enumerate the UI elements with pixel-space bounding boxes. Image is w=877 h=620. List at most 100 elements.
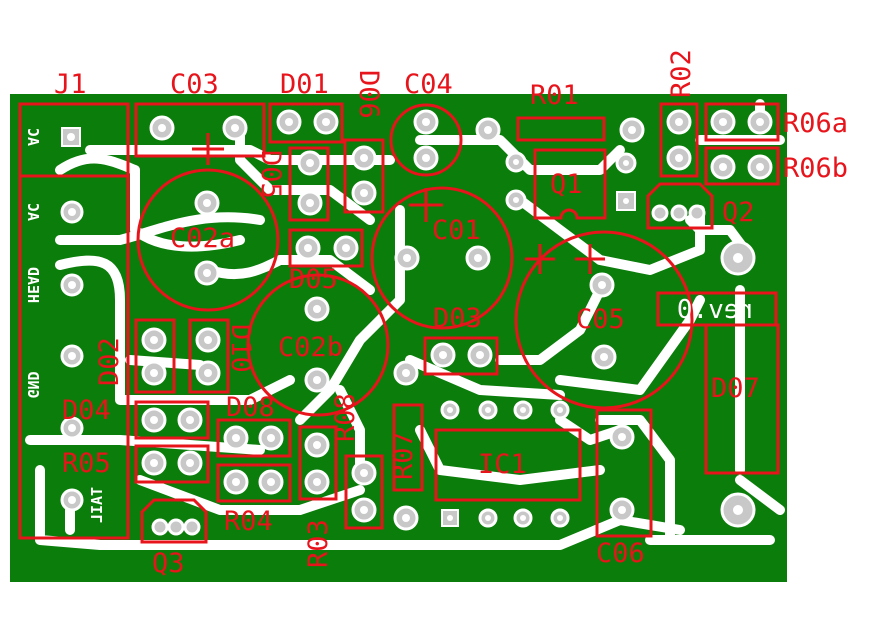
c01-outline — [370, 186, 514, 330]
d05-upper-outline — [288, 146, 330, 222]
pad-large — [720, 492, 756, 528]
terminal-label-head: HEAD — [24, 267, 42, 303]
pad — [513, 508, 533, 528]
j1-outline-lower — [18, 174, 130, 540]
pad — [141, 360, 167, 386]
pad — [609, 497, 635, 523]
r06a-outline — [704, 102, 780, 142]
c02b-outline — [246, 273, 390, 417]
pad — [60, 416, 84, 440]
d05-lower-outline — [288, 228, 364, 268]
pad — [478, 508, 498, 528]
label-q2: Q2 — [722, 197, 755, 228]
pad-large — [720, 240, 756, 276]
label-d05-lower: D05 — [289, 264, 338, 295]
label-q1: Q1 — [550, 169, 583, 200]
d04-outline — [134, 400, 210, 440]
terminal-labels: AC AC HEAD GND TAIL — [24, 128, 106, 523]
pad — [550, 508, 570, 528]
label-r03: R03 — [303, 519, 334, 568]
pad — [304, 432, 330, 458]
label-r02: R02 — [666, 49, 697, 98]
r01-outline — [516, 116, 606, 142]
q3-outline — [140, 498, 208, 544]
pad — [141, 450, 167, 476]
pad — [747, 109, 773, 135]
terminal-label-tail: TAIL — [88, 487, 106, 523]
label-d05-upper: D05 — [255, 150, 286, 199]
label-r07: R07 — [388, 431, 419, 480]
component-outlines — [18, 102, 780, 544]
revision-label: rev.0 — [677, 295, 755, 325]
label-c02a: C02a — [170, 223, 235, 254]
pad — [177, 407, 203, 433]
pad — [222, 115, 248, 141]
q2-outline — [646, 182, 714, 230]
pad — [304, 469, 330, 495]
pad — [141, 407, 167, 433]
pad — [505, 189, 527, 211]
pad — [60, 488, 84, 512]
pad — [295, 235, 321, 261]
pad — [223, 425, 249, 451]
q1-outline — [533, 148, 607, 220]
pad — [60, 344, 84, 368]
terminal-label-ac1: AC — [24, 128, 42, 146]
pad — [141, 327, 167, 353]
c06-outline — [595, 408, 653, 538]
label-c04: C04 — [404, 69, 453, 100]
pad — [710, 109, 736, 135]
pad — [467, 342, 493, 368]
label-d04: D04 — [62, 395, 111, 426]
pad — [393, 360, 419, 386]
label-d08: D08 — [226, 392, 275, 423]
pad — [333, 235, 359, 261]
d02-outline — [134, 318, 176, 394]
pad — [60, 273, 84, 297]
pad-square — [441, 509, 459, 527]
label-r05: R05 — [62, 448, 111, 479]
polarity-marks — [192, 133, 605, 274]
pad — [478, 400, 498, 420]
pad — [430, 342, 456, 368]
r05-outline — [134, 444, 210, 484]
c05-outline — [514, 230, 694, 410]
pad — [688, 204, 706, 222]
pad — [505, 151, 527, 173]
pad — [195, 327, 221, 353]
pad — [591, 344, 617, 370]
pad — [313, 109, 339, 135]
pad — [258, 425, 284, 451]
pad — [666, 145, 692, 171]
pad — [615, 152, 637, 174]
pad — [351, 460, 377, 486]
terminal-label-gnd: GND — [24, 371, 42, 398]
pad — [351, 145, 377, 171]
terminal-label-ac2: AC — [24, 203, 42, 221]
d01-outline — [268, 102, 344, 144]
label-d10: D10 — [225, 324, 256, 373]
label-d06: D06 — [353, 70, 384, 119]
label-d03: D03 — [433, 303, 482, 334]
pad — [258, 469, 284, 495]
pad — [651, 204, 669, 222]
r08-outline — [298, 425, 338, 501]
d07-outline — [704, 323, 780, 475]
pad — [609, 424, 635, 450]
pad — [223, 469, 249, 495]
pad — [465, 245, 491, 271]
label-d07: D07 — [711, 373, 760, 404]
pad — [177, 450, 203, 476]
c03-outline — [134, 102, 266, 158]
pad-square — [61, 127, 81, 147]
pad — [550, 400, 570, 420]
c04-outline — [389, 103, 463, 177]
pad — [413, 145, 439, 171]
label-r01: R01 — [530, 80, 579, 111]
pad — [149, 115, 175, 141]
pad — [513, 400, 533, 420]
pad — [194, 260, 220, 286]
pad — [276, 109, 302, 135]
pad — [194, 190, 220, 216]
